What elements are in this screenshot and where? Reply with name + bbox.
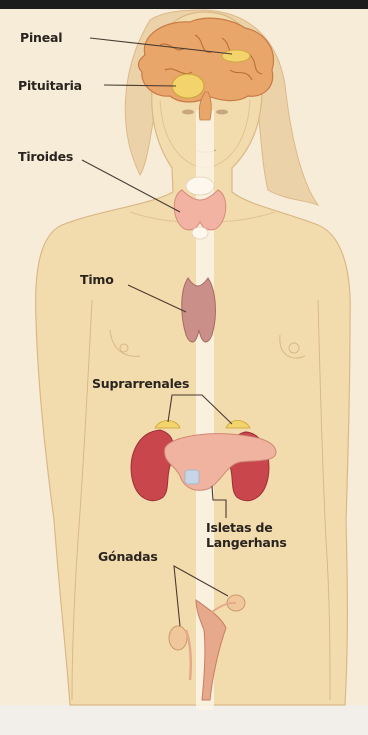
left-eye bbox=[182, 110, 194, 115]
label-isletas-line1: Isletas de bbox=[206, 520, 287, 535]
larynx bbox=[186, 177, 214, 195]
label-isletas-line2: Langerhans bbox=[206, 535, 287, 550]
label-tiroides: Tiroides bbox=[18, 149, 73, 164]
bottom-strip bbox=[0, 705, 368, 735]
duodenum-spot bbox=[185, 470, 199, 484]
label-isletas: Isletas de Langerhans bbox=[206, 520, 287, 550]
thymus-gland bbox=[182, 278, 216, 342]
left-ovary bbox=[169, 626, 187, 650]
label-gonadas: Gónadas bbox=[98, 549, 158, 564]
label-timo: Timo bbox=[80, 272, 114, 287]
trachea-ring bbox=[192, 227, 208, 239]
pituitary-gland bbox=[172, 74, 204, 98]
right-eye bbox=[216, 110, 228, 115]
label-suprarrenales: Suprarrenales bbox=[92, 376, 189, 391]
pineal-gland bbox=[222, 50, 250, 62]
label-pineal: Pineal bbox=[20, 30, 62, 45]
top-border bbox=[0, 0, 368, 9]
label-pituitaria: Pituitaria bbox=[18, 78, 82, 93]
